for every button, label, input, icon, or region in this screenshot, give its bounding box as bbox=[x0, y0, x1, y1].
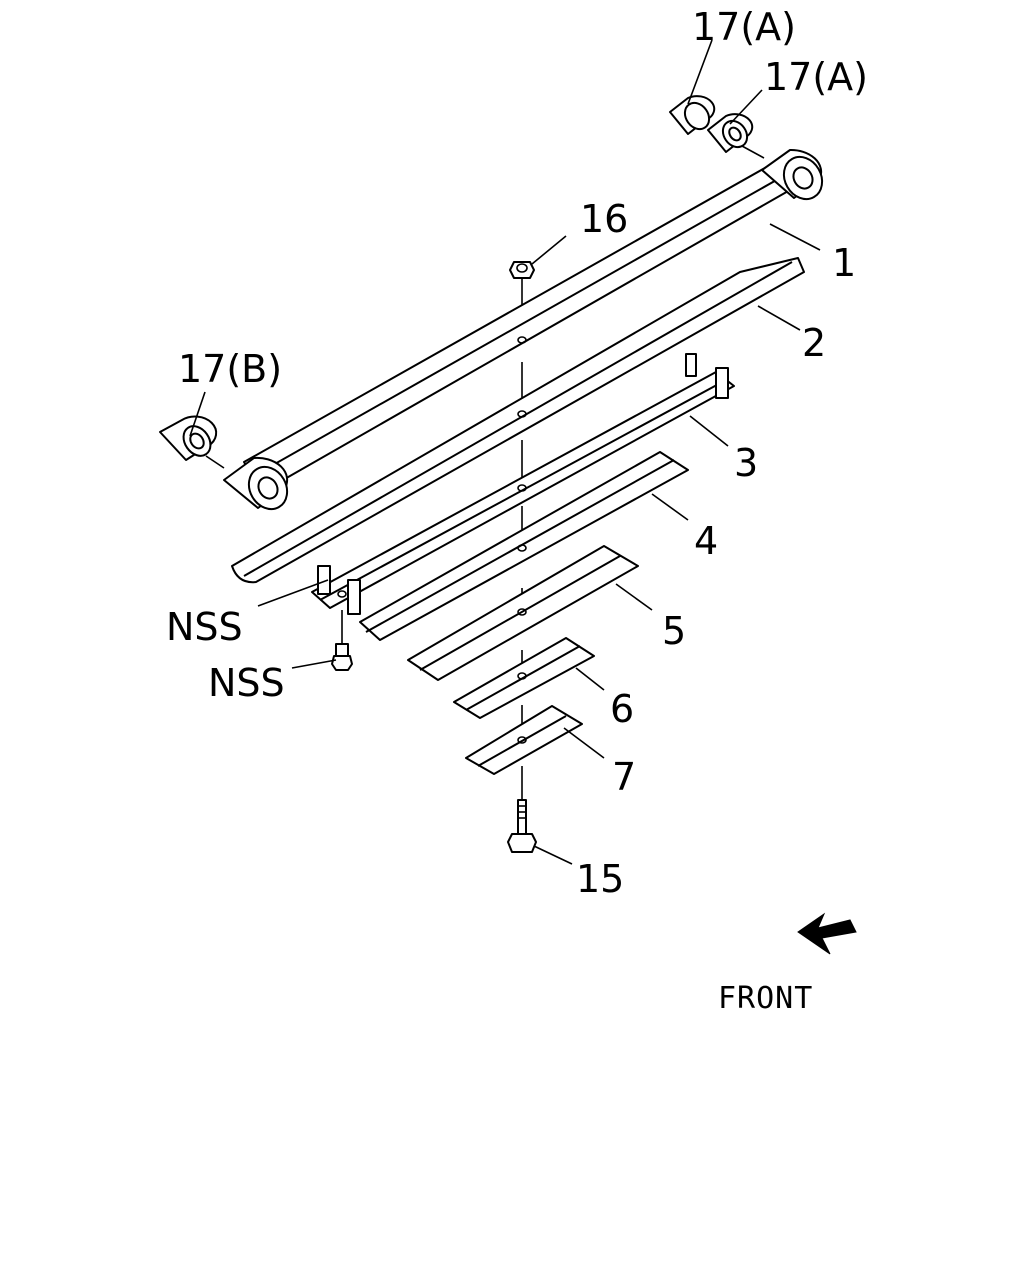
label-6: 6 bbox=[610, 687, 634, 731]
label-nss-1: NSS bbox=[166, 605, 243, 649]
leader-3 bbox=[689, 415, 729, 447]
leader-nss-1 bbox=[257, 579, 329, 607]
nut-16 bbox=[509, 261, 535, 279]
label-5: 5 bbox=[662, 609, 686, 653]
leaf-6 bbox=[453, 637, 595, 719]
label-nss-2: NSS bbox=[208, 661, 285, 705]
label-3: 3 bbox=[734, 441, 758, 485]
leader-17b bbox=[189, 391, 206, 437]
label-1: 1 bbox=[832, 241, 856, 285]
leaf-7-center-hole bbox=[517, 736, 527, 744]
leaf-4-center-hole bbox=[517, 544, 527, 552]
leader-6 bbox=[575, 667, 605, 691]
bushing-17a-upper bbox=[669, 95, 716, 135]
label-17a-lower: 17(A) bbox=[764, 55, 868, 99]
leaf-6-center-hole bbox=[517, 672, 527, 680]
leader-17a-upper bbox=[687, 39, 713, 105]
leaf-3 bbox=[311, 353, 735, 615]
leaf-3-center-hole bbox=[517, 484, 527, 492]
leaf-2 bbox=[231, 257, 805, 584]
leaf-2-center-hole bbox=[517, 410, 527, 418]
bolt-15 bbox=[507, 799, 537, 853]
leader-16 bbox=[531, 235, 567, 265]
nss-bolt bbox=[331, 610, 353, 671]
leader-15 bbox=[533, 845, 573, 865]
front-arrow-icon bbox=[797, 912, 857, 955]
leaf-5 bbox=[407, 545, 639, 681]
leader-lines bbox=[189, 39, 821, 865]
leader-7 bbox=[563, 727, 605, 759]
leader-nss-2 bbox=[291, 659, 337, 669]
leader-4 bbox=[651, 493, 689, 521]
leaf-4 bbox=[359, 451, 689, 641]
bushing-17b bbox=[159, 415, 225, 469]
leader-2 bbox=[757, 305, 801, 331]
leaf-1-center-hole bbox=[517, 336, 527, 344]
label-front: FRONT bbox=[718, 981, 813, 1016]
leader-17a-lower bbox=[729, 89, 763, 125]
label-17b: 17(B) bbox=[178, 347, 282, 391]
label-4: 4 bbox=[694, 519, 718, 563]
leader-1 bbox=[769, 223, 821, 251]
label-2: 2 bbox=[802, 321, 826, 365]
leader-5 bbox=[615, 583, 653, 611]
leaf-5-center-hole bbox=[517, 608, 527, 616]
label-15: 15 bbox=[576, 857, 624, 901]
label-17a-upper: 17(A) bbox=[692, 5, 796, 49]
label-7: 7 bbox=[612, 755, 636, 799]
label-16: 16 bbox=[580, 197, 628, 241]
leaf-7 bbox=[465, 705, 583, 775]
main-leaf-1 bbox=[223, 148, 824, 511]
bushing-17a-lower bbox=[707, 113, 765, 159]
